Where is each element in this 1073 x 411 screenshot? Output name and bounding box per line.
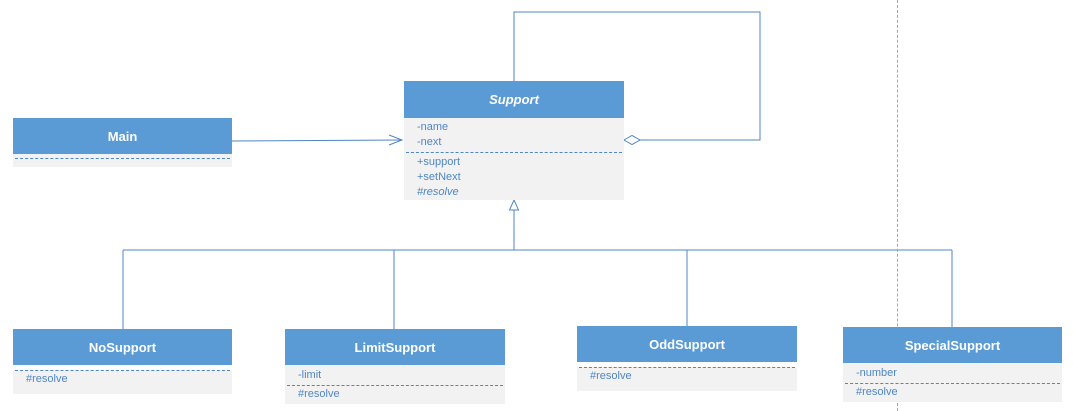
attribute: -name [417,121,449,133]
class-body: -name -next +support +setNext #resolve [404,118,624,200]
aggregation-diamond [622,134,642,146]
attributes-section: -limit [285,365,505,385]
method: +support [417,156,461,168]
method: #resolve [26,373,68,385]
class-body [13,154,232,167]
class-name: Support [489,92,539,107]
class-header: OddSupport [577,326,797,362]
attributes-section: -number [843,363,1062,383]
generalization-tree[interactable] [122,198,953,329]
method: #resolve [298,388,340,400]
attribute: -number [856,367,897,379]
class-name: OddSupport [649,336,725,352]
method: +setNext [417,171,461,183]
methods-section: #resolve [843,384,1062,402]
class-support[interactable]: Support -name -next +support +setNext #r… [404,81,624,200]
methods-section: #resolve [285,386,505,404]
member-separator [579,367,795,368]
method: #resolve [590,370,632,382]
class-body: -limit #resolve [285,365,505,404]
method: #resolve [417,186,459,198]
attribute: -limit [298,369,322,381]
class-body: #resolve [13,370,232,394]
class-limitsupport[interactable]: LimitSupport -limit #resolve [285,329,505,404]
vertical-dashed-separator [897,0,898,411]
class-oddsupport[interactable]: OddSupport #resolve [577,326,797,391]
class-header: SpecialSupport [843,327,1062,363]
member-separator [406,152,622,153]
methods-section: #resolve [577,368,797,386]
class-nosupport[interactable]: NoSupport #resolve [13,329,232,394]
class-name: LimitSupport [354,339,436,355]
class-header: NoSupport [13,329,232,365]
class-header: LimitSupport [285,329,505,365]
class-header: Main [13,118,232,154]
attributes-section: -name -next [404,118,624,152]
open-arrowhead [388,134,404,146]
member-separator [15,158,230,159]
member-separator [845,383,1060,384]
class-body: -number #resolve [843,363,1062,402]
class-header: Support [404,81,624,118]
class-name: Main [107,128,138,144]
class-name: SpecialSupport [904,337,1001,353]
member-separator [15,370,230,371]
attribute: -next [417,136,442,148]
class-specialsupport[interactable]: SpecialSupport -number #resolve [843,327,1062,402]
class-name: NoSupport [88,339,157,355]
methods-section: +support +setNext #resolve [404,153,624,202]
aggregation-support-next[interactable] [513,11,761,146]
member-separator [287,385,503,386]
hollow-triangle-arrowhead [508,198,520,211]
association-main-support[interactable] [231,134,404,146]
method: #resolve [856,386,898,398]
methods-section: #resolve [13,371,232,389]
class-main[interactable]: Main [13,118,232,167]
class-body: #resolve [577,367,797,391]
